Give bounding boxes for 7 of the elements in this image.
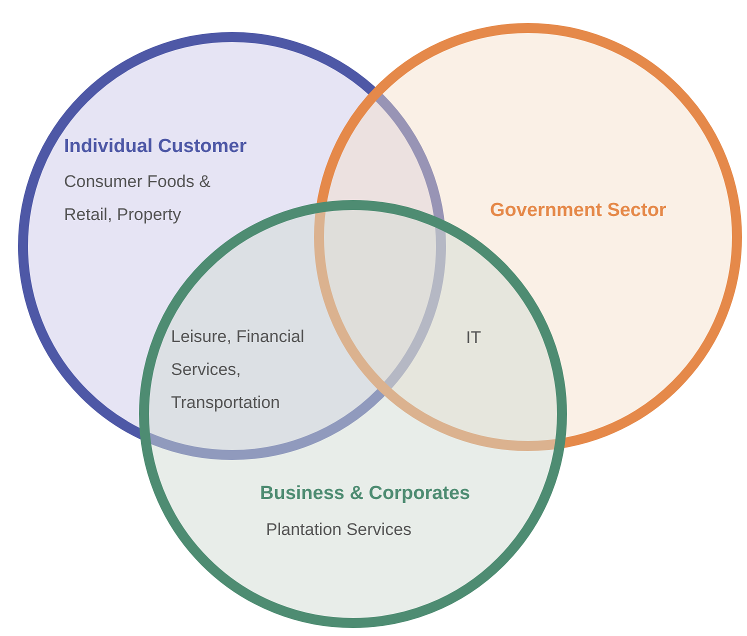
circle-text: Consumer Foods & Retail, Property — [64, 171, 212, 226]
circle-text: Plantation Services — [266, 519, 413, 541]
circle-heading: Business & Corporates — [260, 482, 472, 506]
circle-heading: Individual Customer — [64, 135, 248, 159]
circle-heading: Government Sector — [490, 199, 668, 223]
overlap-text: Leisure, Financial Services, Transportation — [171, 326, 306, 414]
overlap-text: IT — [466, 327, 482, 349]
